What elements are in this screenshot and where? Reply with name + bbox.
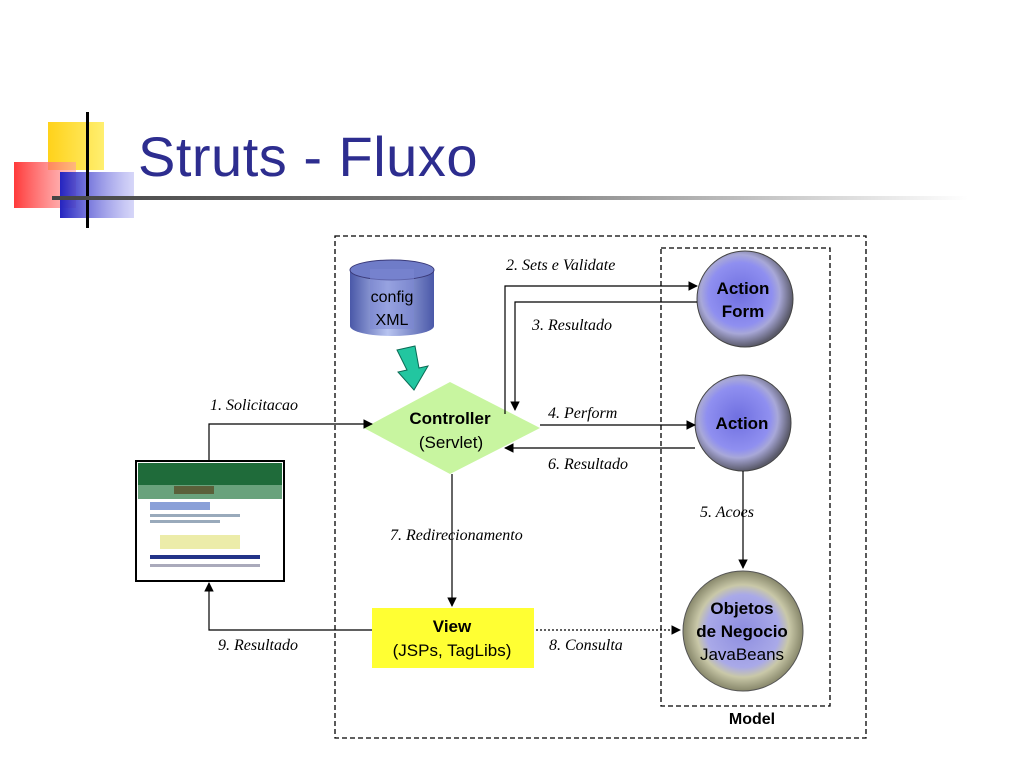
edge-8-label: 8. Consulta: [549, 637, 623, 654]
business-label-2: de Negocio: [696, 622, 788, 641]
browser-window-icon: [135, 460, 285, 582]
edge-2-line: [504, 281, 698, 414]
edge-9-label: 9. Resultado: [218, 637, 298, 654]
edges: [204, 281, 748, 635]
system-boundary: [334, 235, 867, 739]
config-label-2: XML: [376, 312, 409, 329]
config-arrow-icon: [396, 345, 430, 391]
edge-7-label: 7. Redirecionamento: [390, 527, 523, 544]
title-decoration-icon: [14, 112, 968, 228]
edge-6-label: 6. Resultado: [548, 456, 628, 473]
controller-label-2: (Servlet): [419, 433, 483, 452]
edge-1-line: [208, 419, 373, 461]
edge-3-label: 3. Resultado: [531, 317, 612, 334]
action-form-node: Action Form: [696, 250, 794, 348]
model-boundary: [660, 247, 831, 707]
edge-3-line: [510, 301, 697, 411]
view-label-1: View: [433, 617, 472, 636]
action-label-1: Action: [716, 414, 769, 433]
view-node: View (JSPs, TagLibs): [372, 608, 534, 668]
edge-1-label: 1. Solicitacao: [210, 397, 298, 414]
edge-9-line: [204, 582, 372, 631]
business-label-3: JavaBeans: [700, 645, 784, 664]
model-label: Model: [729, 711, 775, 728]
action-form-label-1: Action: [717, 279, 770, 298]
controller-node: Controller (Servlet): [364, 382, 540, 474]
controller-label-1: Controller: [409, 409, 491, 428]
config-label-1: config: [371, 289, 414, 306]
view-label-2: (JSPs, TagLibs): [393, 641, 512, 660]
page-title: Struts - Fluxo: [138, 125, 478, 188]
action-form-label-2: Form: [722, 302, 765, 321]
config-xml-cylinder: config XML: [349, 259, 435, 336]
edge-5-label: 5. Acoes: [700, 504, 754, 521]
edge-2-label: 2. Sets e Validate: [506, 257, 615, 274]
action-node: Action: [694, 374, 792, 472]
business-label-1: Objetos: [710, 599, 773, 618]
edge-4-label: 4. Perform: [548, 405, 617, 422]
business-objects-node: Objetos de Negocio JavaBeans: [682, 570, 804, 692]
